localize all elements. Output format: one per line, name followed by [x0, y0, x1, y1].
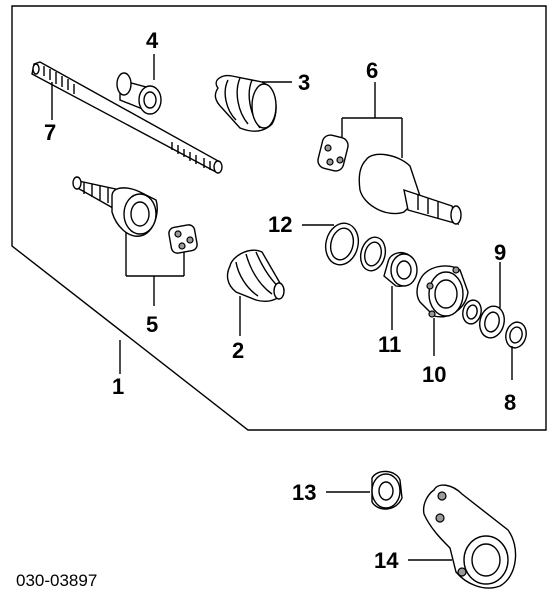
callout-2: 2 — [232, 338, 244, 363]
callout-7: 7 — [44, 120, 56, 145]
part-12-circlip — [324, 222, 360, 266]
part-7-shaft — [31, 61, 223, 174]
callout-13: 13 — [292, 480, 316, 505]
snap-ring — [359, 236, 387, 272]
callout-8: 8 — [504, 390, 516, 415]
callout-9: 9 — [494, 240, 506, 265]
callout-1: 1 — [112, 374, 124, 399]
part-3-boot — [214, 74, 277, 132]
part-4-bushing — [116, 72, 162, 115]
callout-10: 10 — [422, 362, 446, 387]
callout-3: 3 — [298, 70, 310, 95]
part-6-outer-joint — [317, 134, 462, 226]
callout-14: 14 — [374, 548, 399, 573]
part-5-inner-joint — [72, 176, 198, 254]
part-2-boot — [226, 249, 285, 302]
part-11-bearing — [383, 251, 418, 287]
callout-4: 4 — [146, 28, 159, 53]
part-10-flange-bearing — [416, 265, 469, 318]
callout-12: 12 — [268, 212, 292, 237]
part-9-seal — [479, 305, 505, 339]
diagram-code: 030-03897 — [16, 571, 97, 590]
callout-11: 11 — [378, 332, 401, 357]
leader-lines — [51, 54, 513, 561]
part-8-seal — [505, 321, 527, 349]
callout-6: 6 — [366, 58, 378, 83]
callout-5: 5 — [146, 312, 158, 337]
part-14-bracket — [422, 484, 517, 589]
assembly-frame — [11, 5, 547, 431]
part-13-bearing — [371, 470, 403, 510]
part-seal-small — [462, 299, 482, 325]
